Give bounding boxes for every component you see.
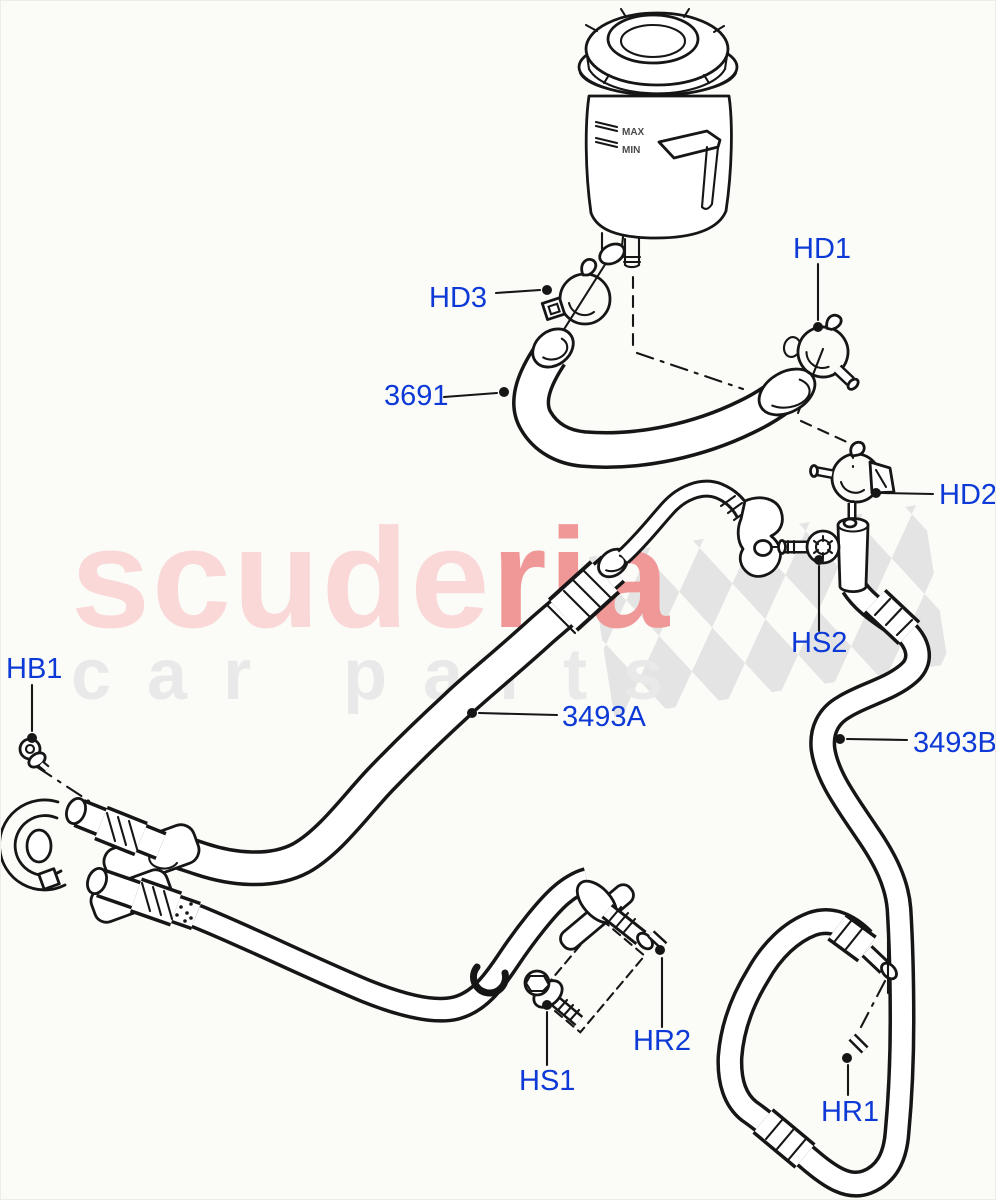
hose-3493a-pipe-end xyxy=(616,479,792,578)
label-hb1-text: HB1 xyxy=(6,653,62,685)
hose-3493a-drawing xyxy=(156,479,792,887)
clamp-hd3-drawing xyxy=(540,257,612,326)
part-labels: HD3 3691 HD1 HD2 HS2 HB1 3493A 3493B xyxy=(6,233,996,1128)
label-3493b: 3493B xyxy=(835,727,996,759)
label-hd3-text: HD3 xyxy=(429,282,487,314)
bracket-outline-dashed xyxy=(535,918,647,1034)
hose-3691-drawing xyxy=(512,327,817,469)
clamp-hd1-drawing xyxy=(782,313,860,391)
watermark-brand-light: scude xyxy=(71,499,491,658)
label-hs2: HS2 xyxy=(791,555,847,659)
label-hd3: HD3 xyxy=(429,282,552,314)
lower-return-hose-drawing xyxy=(191,867,668,1034)
washer-hr2-drawing xyxy=(647,930,668,950)
label-hr2: HR2 xyxy=(633,945,691,1057)
label-3691: 3691 xyxy=(384,380,509,412)
reservoir-bracket xyxy=(657,129,722,210)
bolt-hs1-drawing xyxy=(523,969,584,1026)
watermark-subtitle: car parts xyxy=(71,635,699,715)
power-steering-pump-drawing xyxy=(1,797,201,931)
label-hd2: HD2 xyxy=(871,479,996,511)
reservoir-outlet-spigots xyxy=(598,231,642,269)
label-hb1: HB1 xyxy=(6,653,62,743)
reservoir-min-mark: MIN xyxy=(622,145,640,156)
hose-clip xyxy=(470,963,509,997)
banjo-fitting-drawing xyxy=(559,879,654,951)
hose-3493b-drawing xyxy=(716,503,931,1198)
fluid-reservoir-drawing: MAX MIN xyxy=(577,7,739,269)
reservoir-max-mark: MAX xyxy=(622,127,645,138)
label-3493a-text: 3493A xyxy=(562,701,647,733)
label-hd2-text: HD2 xyxy=(939,479,996,511)
ferrule-dots xyxy=(175,902,193,923)
label-hd1-text: HD1 xyxy=(793,233,851,265)
pump-fitting-lower xyxy=(86,867,201,931)
reservoir-cap xyxy=(584,7,730,95)
label-3691-text: 3691 xyxy=(384,380,449,412)
label-hd1: HD1 xyxy=(793,233,851,332)
reservoir-level-marks: MAX MIN xyxy=(594,120,645,156)
label-3493a: 3493A xyxy=(467,701,647,733)
label-hr1: HR1 xyxy=(821,1053,879,1128)
label-hs2-text: HS2 xyxy=(791,627,847,659)
clamp-hd2-drawing xyxy=(809,440,896,504)
label-hr1-text: HR1 xyxy=(821,1096,879,1128)
bolt-hs2-drawing xyxy=(777,529,841,565)
bolt-hb1-drawing xyxy=(18,737,50,773)
pin-hr1-drawing xyxy=(848,1033,869,1054)
label-hs1-text: HS1 xyxy=(519,1065,575,1097)
hose-3493b-end-fitting xyxy=(827,913,898,981)
pump-fitting-upper xyxy=(65,797,167,860)
label-hr2-text: HR2 xyxy=(633,1025,691,1057)
label-hs1: HS1 xyxy=(519,1000,575,1097)
label-3493b-text: 3493B xyxy=(913,727,996,759)
